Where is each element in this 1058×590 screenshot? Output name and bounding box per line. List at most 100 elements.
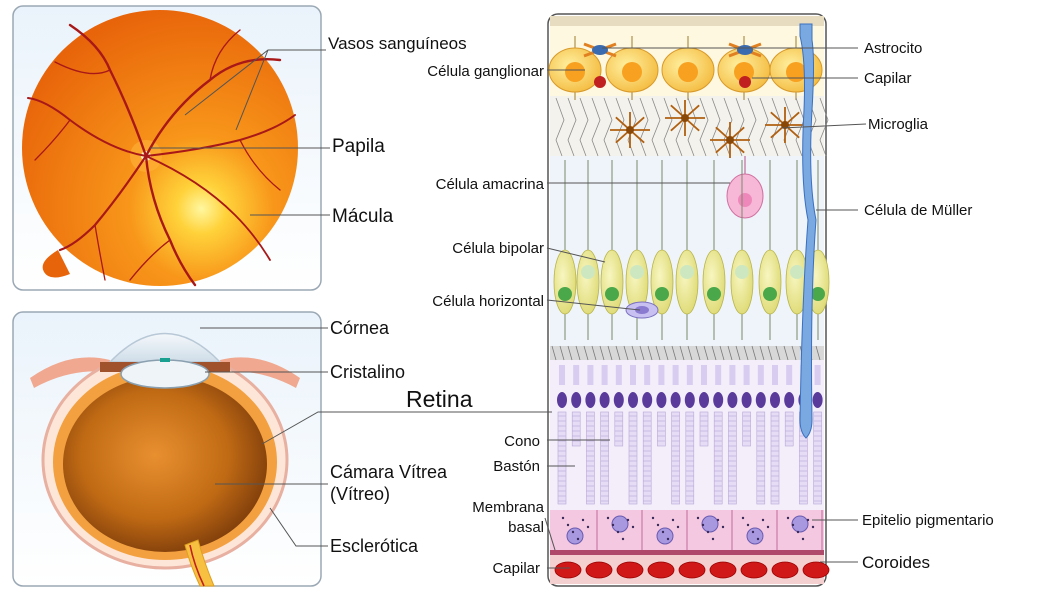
pigment-granule bbox=[577, 538, 579, 540]
photoreceptor-nucleus bbox=[614, 392, 624, 408]
photoreceptor-inner bbox=[602, 365, 608, 385]
photoreceptor-inner bbox=[786, 365, 792, 385]
label-membrana-2: basal bbox=[508, 519, 544, 536]
bipolar-nucleus bbox=[680, 265, 694, 279]
pigment-granule bbox=[582, 519, 584, 521]
pigment-granule bbox=[747, 524, 749, 526]
label-camara-2: (Vítreo) bbox=[330, 484, 390, 504]
red-blood-cell bbox=[803, 562, 829, 578]
label-epitelio: Epitelio pigmentario bbox=[862, 512, 994, 529]
epithelium-nucleus bbox=[612, 516, 628, 532]
pigment-granule bbox=[697, 517, 699, 519]
pigment-granule bbox=[802, 538, 804, 540]
photoreceptor-nucleus bbox=[600, 392, 610, 408]
label-horizontal: Célula horizontal bbox=[432, 293, 544, 310]
pigment-granule bbox=[572, 531, 574, 533]
crystalline-lens bbox=[121, 360, 209, 388]
pigment-granule bbox=[762, 519, 764, 521]
eye-panel bbox=[13, 312, 321, 586]
label-microglia: Microglia bbox=[868, 116, 929, 133]
pigment-granule bbox=[667, 538, 669, 540]
bipolar-cell bbox=[731, 250, 753, 314]
bipolar-nucleus bbox=[630, 265, 644, 279]
photoreceptor-inner bbox=[587, 365, 593, 385]
red-blood-cell bbox=[772, 562, 798, 578]
pigment-granule bbox=[787, 517, 789, 519]
photoreceptor-inner bbox=[573, 365, 579, 385]
label-ganglionar: Célula ganglionar bbox=[427, 63, 544, 80]
photoreceptor-nucleus bbox=[656, 392, 666, 408]
red-blood-cell bbox=[679, 562, 705, 578]
label-camara-1: Cámara Vítrea bbox=[330, 462, 448, 482]
bipolar-nucleus bbox=[811, 287, 825, 301]
bipolar-nucleus bbox=[790, 265, 804, 279]
photoreceptor-nucleus bbox=[784, 392, 794, 408]
pigment-granule bbox=[627, 519, 629, 521]
pigment-granule bbox=[717, 519, 719, 521]
bipolar-cell bbox=[601, 250, 623, 314]
label-membrana-1: Membrana bbox=[472, 499, 544, 516]
pigment-granule bbox=[757, 538, 759, 540]
label-esclerotica: Esclerótica bbox=[330, 536, 419, 556]
photoreceptor-inner bbox=[772, 365, 778, 385]
vitreous-chamber bbox=[63, 376, 267, 552]
red-blood-cell bbox=[741, 562, 767, 578]
photoreceptor-nucleus bbox=[742, 392, 752, 408]
pigment-granule bbox=[587, 526, 589, 528]
photoreceptor-nucleus bbox=[571, 392, 581, 408]
bipolar-cell bbox=[703, 250, 725, 314]
ganglion-nucleus bbox=[622, 62, 642, 82]
pigment-granule bbox=[617, 531, 619, 533]
photoreceptor-inner bbox=[744, 365, 750, 385]
photoreceptor-inner bbox=[644, 365, 650, 385]
bipolar-nucleus bbox=[655, 287, 669, 301]
photoreceptor-inner bbox=[658, 365, 664, 385]
photoreceptor-inner bbox=[559, 365, 565, 385]
bipolar-cell bbox=[676, 250, 698, 314]
inner-limiting-band bbox=[550, 16, 824, 26]
photoreceptor-nucleus bbox=[585, 392, 595, 408]
photoreceptor-inner bbox=[715, 365, 721, 385]
pigment-granule bbox=[742, 517, 744, 519]
microglia-cell bbox=[681, 114, 689, 122]
label-papila: Papila bbox=[332, 136, 385, 157]
pigment-granule bbox=[652, 517, 654, 519]
bipolar-nucleus bbox=[763, 287, 777, 301]
bipolar-cell bbox=[759, 250, 781, 314]
bipolar-nucleus bbox=[581, 265, 595, 279]
label-astrocito: Astrocito bbox=[864, 40, 922, 57]
label-retina: Retina bbox=[406, 386, 473, 412]
retina-layers-panel bbox=[548, 14, 829, 586]
pigment-granule bbox=[622, 538, 624, 540]
microglia-cell bbox=[626, 126, 634, 134]
red-blood-cell bbox=[648, 562, 674, 578]
pigment-granule bbox=[702, 524, 704, 526]
pigment-granule bbox=[722, 526, 724, 528]
photoreceptor-inner bbox=[687, 365, 693, 385]
ganglion-nucleus bbox=[678, 62, 698, 82]
photoreceptor-nucleus bbox=[727, 392, 737, 408]
pigment-granule bbox=[807, 519, 809, 521]
pigment-granule bbox=[767, 526, 769, 528]
ganglion-nucleus bbox=[786, 62, 806, 82]
pigment-granule bbox=[792, 524, 794, 526]
label-bipolar: Célula bipolar bbox=[452, 240, 544, 257]
photoreceptor-inner bbox=[630, 365, 636, 385]
photoreceptor-nucleus bbox=[628, 392, 638, 408]
photoreceptor-nucleus bbox=[642, 392, 652, 408]
epithelium-nucleus bbox=[747, 528, 763, 544]
basal-membrane bbox=[550, 550, 824, 555]
photoreceptor-nucleus bbox=[557, 392, 567, 408]
pigment-granule bbox=[612, 524, 614, 526]
red-blood-cell bbox=[586, 562, 612, 578]
photoreceptor-inner bbox=[815, 365, 821, 385]
photoreceptor-inner bbox=[673, 365, 679, 385]
ganglion-nucleus bbox=[565, 62, 585, 82]
label-cornea: Córnea bbox=[330, 318, 390, 338]
microglia-cell bbox=[726, 136, 734, 144]
epithelium-nucleus bbox=[657, 528, 673, 544]
bipolar-nucleus bbox=[605, 287, 619, 301]
photoreceptor-nucleus bbox=[713, 392, 723, 408]
photoreceptor-nucleus bbox=[685, 392, 695, 408]
